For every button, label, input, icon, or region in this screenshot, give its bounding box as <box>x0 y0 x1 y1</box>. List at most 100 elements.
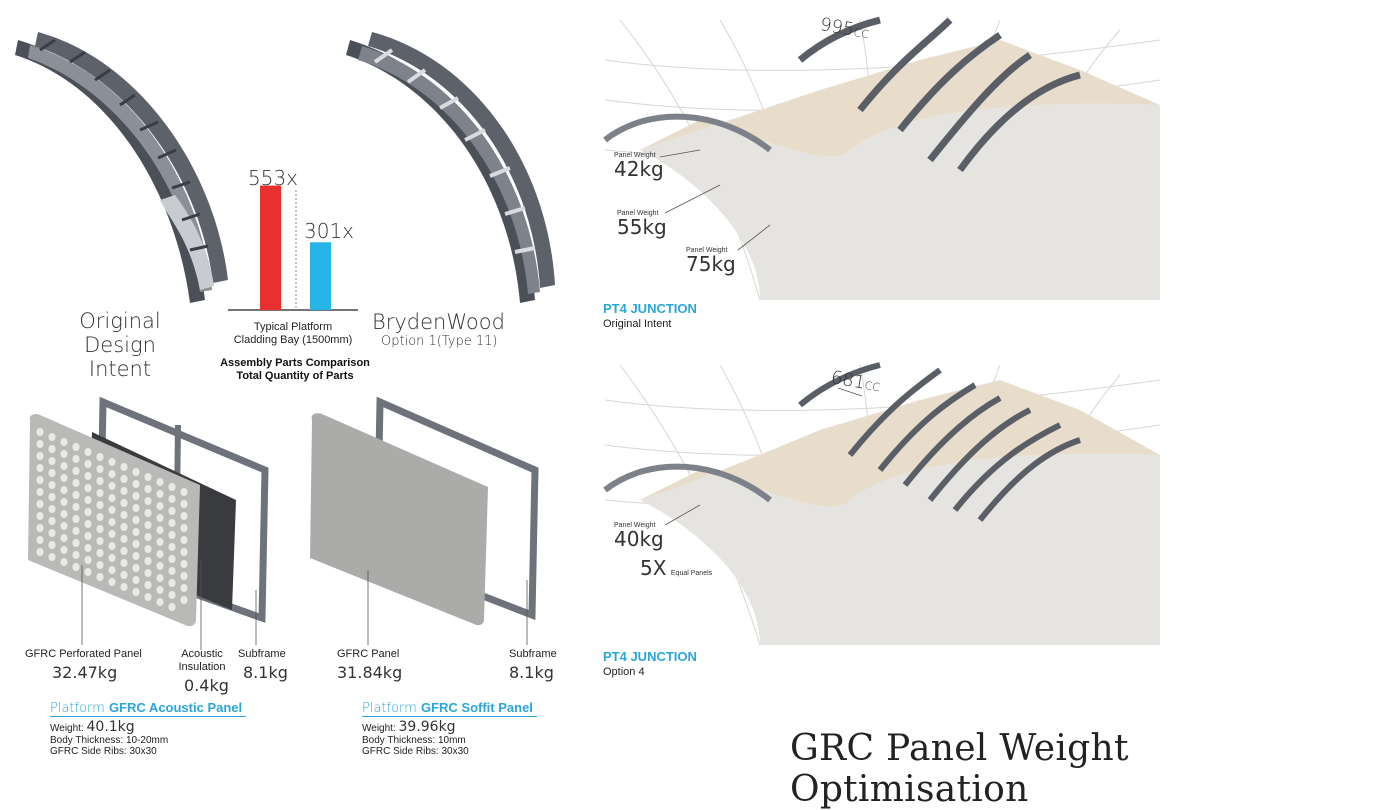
perforation-hole <box>144 557 152 565</box>
equal-panels-callout: 5X Equal Panels <box>640 556 712 580</box>
page-title: GRC Panel Weight Optimisation <box>790 728 1129 810</box>
perforation-hole <box>144 485 152 493</box>
bar-0 <box>260 185 281 310</box>
perforation-hole <box>180 524 188 532</box>
perforation-hole <box>96 561 104 569</box>
perforation-hole <box>132 588 140 596</box>
perforation-hole <box>156 574 164 582</box>
perforation-hole <box>180 536 188 544</box>
soffit-ribs: GFRC Side Ribs: 30x30 <box>362 746 469 757</box>
soffit-thickness: Body Thickness: 10mm <box>362 735 466 746</box>
equal-label: Equal Panels <box>670 570 713 577</box>
perforation-hole <box>156 526 164 534</box>
perforation-hole <box>48 433 56 441</box>
perforation-hole <box>72 503 80 511</box>
perforation-hole <box>120 487 128 495</box>
perforation-hole <box>120 499 128 507</box>
perforation-hole <box>132 468 140 476</box>
junction-original-subtitle: Original Intent <box>603 318 672 330</box>
acoustic-weight-value: 40.1kg <box>86 719 135 735</box>
original-label: Original Design Intent <box>50 309 190 381</box>
perforation-hole <box>72 467 80 475</box>
soffit-subframe-weight: 8.1kg <box>509 663 554 682</box>
caption-line1: Assembly Parts Comparison <box>220 357 370 369</box>
perforation-hole <box>132 576 140 584</box>
perforation-hole <box>120 559 128 567</box>
perforation-hole <box>48 553 56 561</box>
perforation-hole <box>168 555 176 563</box>
perforation-hole <box>96 453 104 461</box>
perforation-hole <box>48 517 56 525</box>
perforation-hole <box>156 514 164 522</box>
perforation-hole <box>144 533 152 541</box>
perforation-hole <box>84 568 92 576</box>
perforation-hole <box>108 554 116 562</box>
original-label-line1: Original <box>79 309 161 333</box>
acoustic-panel-illustration <box>28 396 269 627</box>
perforation-hole <box>132 528 140 536</box>
weight-value: 75kg <box>686 252 736 276</box>
perforation-hole <box>60 474 68 482</box>
illustration-layer <box>15 16 1161 650</box>
perforation-hole <box>60 558 68 566</box>
bar-axis-label-line2: Cladding Bay (1500mm) <box>233 334 353 346</box>
perforation-hole <box>60 498 68 506</box>
perforation-hole <box>120 463 128 471</box>
perforation-hole <box>144 497 152 505</box>
perforation-hole <box>108 482 116 490</box>
perforation-hole <box>72 455 80 463</box>
weight-value: 40kg <box>614 527 664 551</box>
perforation-hole <box>96 549 104 557</box>
bar-label-brydenwood: 301x <box>304 219 355 243</box>
perforated-panel-label: GFRC Perforated Panel <box>25 648 142 660</box>
perforation-hole <box>144 581 152 589</box>
insulation-label: Acoustic Insulation <box>172 648 232 674</box>
perforation-hole <box>72 443 80 451</box>
acoustic-panel-title: Platform GFRC Acoustic Panel <box>50 700 247 717</box>
weight-callout-40: Panel Weight 40kg <box>614 522 664 551</box>
perforation-hole <box>96 501 104 509</box>
perforation-hole <box>120 547 128 555</box>
junction-option4-title: PT4 JUNCTION <box>603 649 697 664</box>
perforation-hole <box>72 491 80 499</box>
perforation-hole <box>108 458 116 466</box>
acoustic-subframe-weight: 8.1kg <box>243 663 288 682</box>
perforation-hole <box>48 505 56 513</box>
weight-tag: Panel Weight <box>614 152 656 159</box>
acoustic-subframe-label: Subframe <box>238 648 286 660</box>
weight-callout-55: Panel Weight 55kg <box>617 210 667 239</box>
perforation-hole <box>84 544 92 552</box>
insulation-label-line2: Insulation <box>178 661 226 673</box>
weight-value: 55kg <box>617 215 667 239</box>
brydenwood-sublabel: Option 1(Type 11) <box>381 334 498 349</box>
perforation-hole <box>36 464 44 472</box>
acoustic-weight-label: Weight: <box>50 723 87 734</box>
perforated-panel-weight: 32.47kg <box>52 663 118 682</box>
perforation-hole <box>72 539 80 547</box>
junction-option4-illustration <box>603 362 1161 646</box>
perforation-hole <box>96 477 104 485</box>
perforation-hole <box>144 545 152 553</box>
perforation-hole <box>84 484 92 492</box>
perforation-hole <box>168 591 176 599</box>
perforation-hole <box>120 475 128 483</box>
perforation-hole <box>108 494 116 502</box>
soffit-weight-label: Weight: <box>362 723 399 734</box>
acoustic-title-bold: GFRC Acoustic Panel <box>108 700 243 715</box>
perforation-hole <box>144 593 152 601</box>
perforation-hole <box>120 511 128 519</box>
perforation-hole <box>36 488 44 496</box>
perforation-hole <box>132 480 140 488</box>
acoustic-ribs: GFRC Side Ribs: 30x30 <box>50 746 157 757</box>
perforation-hole <box>48 445 56 453</box>
perforation-hole <box>96 537 104 545</box>
weight-tag: Panel Weight <box>614 522 656 529</box>
perforation-hole <box>84 556 92 564</box>
bar-1 <box>310 242 331 310</box>
soffit-title-prefix: Platform <box>362 701 421 716</box>
perforation-hole <box>36 512 44 520</box>
perforation-hole <box>60 486 68 494</box>
perforation-hole <box>180 584 188 592</box>
perforation-hole <box>144 473 152 481</box>
perforation-hole <box>36 524 44 532</box>
